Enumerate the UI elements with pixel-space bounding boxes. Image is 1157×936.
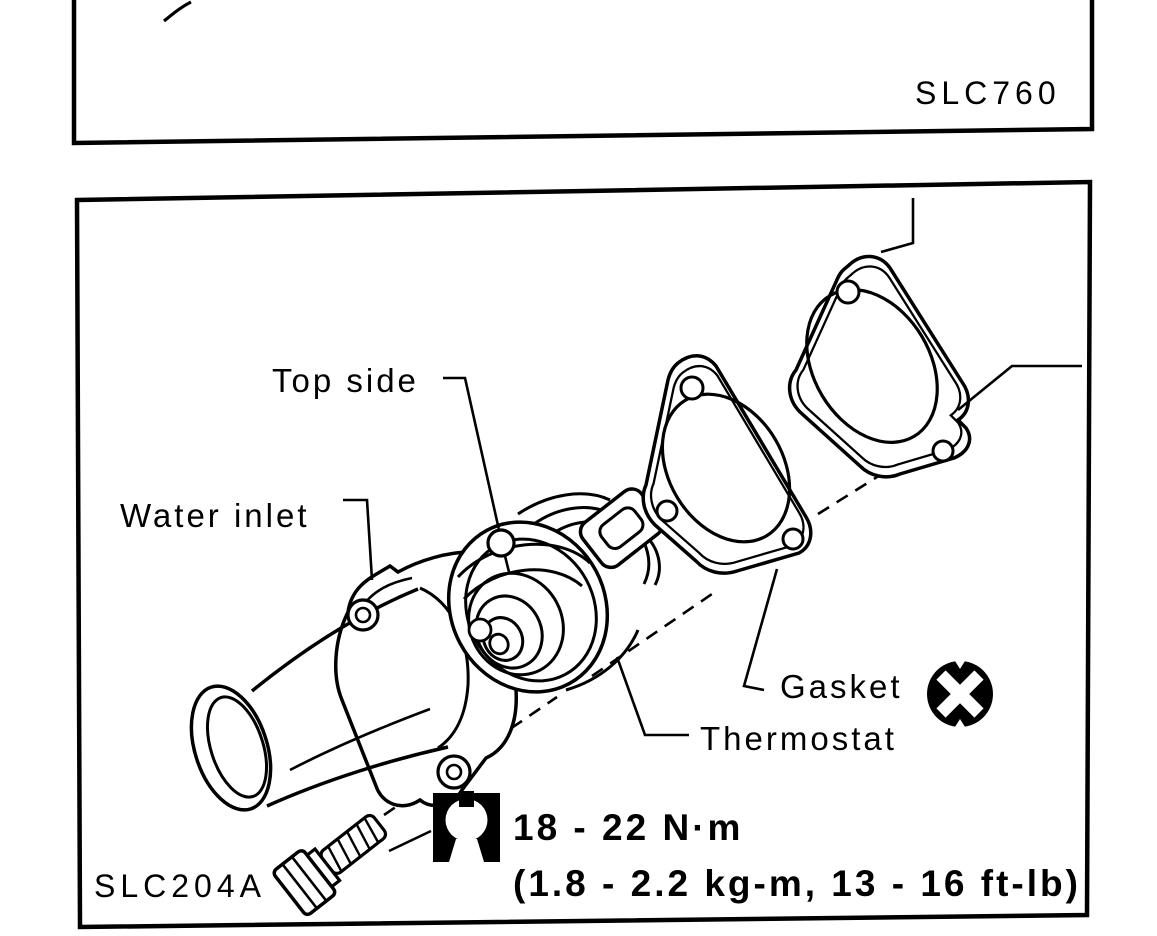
outlet-opening xyxy=(805,288,939,444)
torque-value-alternate: (1.8 - 2.2 kg-m, 13 - 16 ft-lb) xyxy=(513,863,1081,904)
housing-bolt-hole-top xyxy=(346,598,380,632)
torque-value-metric: 18 - 22 N·m xyxy=(513,807,743,848)
gasket-opening xyxy=(660,392,792,544)
thermostat-spring-coil xyxy=(467,571,565,677)
label-gasket: Gasket xyxy=(780,668,903,705)
outlet-right-leader-line xyxy=(957,364,1082,412)
outlet-top-leader-line xyxy=(880,198,915,254)
label-thermostat: Thermostat xyxy=(700,720,897,757)
top-figure-partial-line xyxy=(163,0,192,23)
top-figure-frame xyxy=(71,0,1095,146)
water-inlet-leader-line xyxy=(343,498,374,581)
figure-code-slc204a: SLC204A xyxy=(94,868,266,904)
thermostat-leader-line xyxy=(615,656,689,737)
label-top-side: Top side xyxy=(272,362,419,399)
jiggle-valve xyxy=(486,528,516,558)
pipe-mouth-inner xyxy=(206,695,268,799)
bolt-drawing xyxy=(272,813,388,917)
gasket-drawing xyxy=(641,354,813,575)
top-side-leader-line xyxy=(443,376,501,531)
figure-code-slc760: SLC760 xyxy=(915,75,1061,111)
torque-wrench-icon xyxy=(433,791,500,862)
wrench-icon-leader-line xyxy=(388,829,432,853)
gasket-leader-line xyxy=(742,568,779,692)
label-water-inlet: Water inlet xyxy=(120,497,310,534)
replace-part-icon xyxy=(927,661,993,727)
water-outlet-drawing xyxy=(787,254,972,479)
housing-bolt-hole-bottom xyxy=(436,754,472,790)
thermostat-drawing xyxy=(446,487,665,694)
